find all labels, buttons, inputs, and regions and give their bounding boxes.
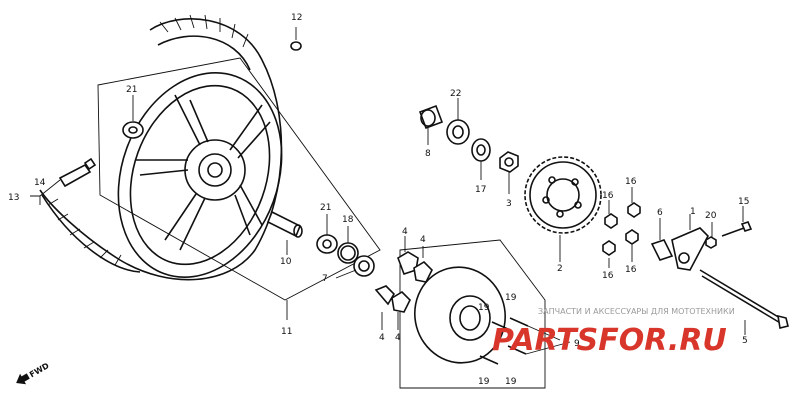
wheel-group-outline — [97, 57, 381, 301]
bearing-21-right — [316, 214, 338, 254]
label-16d: 16 — [625, 265, 637, 275]
label-18: 18 — [342, 215, 354, 225]
label-1: 1 — [690, 207, 696, 217]
label-4a: 4 — [402, 227, 408, 237]
label-21b: 21 — [320, 203, 331, 213]
label-2: 2 — [557, 264, 563, 274]
label-4c: 4 — [379, 333, 385, 343]
wheel-rim — [117, 71, 283, 279]
bearing-21-left — [122, 95, 144, 139]
label-17: 17 — [475, 185, 486, 195]
nuts-16 — [602, 187, 641, 268]
label-11: 11 — [281, 327, 292, 337]
label-16a: 16 — [625, 177, 637, 187]
spacer-10 — [266, 210, 303, 255]
label-9b: 9 — [574, 339, 580, 349]
label-19b: 19 — [505, 293, 517, 303]
collar-6 — [650, 218, 674, 261]
nut-3 — [499, 151, 519, 194]
label-14: 14 — [34, 178, 46, 188]
label-15: 15 — [738, 197, 749, 207]
label-4b: 4 — [420, 235, 426, 245]
label-22: 22 — [450, 89, 461, 99]
label-9a: 9 — [563, 337, 569, 347]
label-16b: 16 — [602, 191, 614, 201]
part-12 — [290, 27, 302, 51]
label-13: 13 — [8, 193, 19, 203]
tire — [39, 14, 283, 281]
label-19c: 19 — [478, 377, 490, 387]
chain-adjuster-1 — [671, 214, 709, 271]
fwd-label: FWD — [28, 361, 51, 379]
sprocket-2 — [524, 156, 602, 262]
seal-17 — [471, 138, 491, 180]
axle-5 — [699, 269, 789, 335]
label-3: 3 — [506, 199, 512, 209]
collar-8 — [418, 104, 444, 145]
valve-bolt — [58, 157, 97, 188]
bolt-15 — [721, 206, 753, 237]
label-8: 8 — [425, 149, 431, 159]
pins-19-9 — [479, 317, 571, 365]
brake-panel — [374, 236, 507, 364]
watermark-caption: ЗАПЧАСТИ И АКСЕССУАРЫ ДЛЯ МОТОТЕХНИКИ — [538, 307, 735, 316]
label-19d: 19 — [505, 377, 517, 387]
seal-18 — [337, 226, 359, 264]
label-21a: 21 — [126, 85, 137, 95]
label-10: 10 — [280, 257, 292, 267]
label-16c: 16 — [602, 271, 614, 281]
bearing-22 — [446, 98, 470, 145]
part-labels: 1 2 3 4 4 4 4 5 6 7 8 9 9 10 11 12 13 14… — [8, 13, 749, 387]
leader-13-14 — [30, 179, 61, 205]
brake-group-outline — [399, 239, 546, 389]
label-20: 20 — [705, 211, 717, 221]
fwd-arrow: FWD — [16, 361, 51, 385]
nut-20 — [705, 222, 717, 249]
watermark: ЗАПЧАСТИ И АКСЕССУАРЫ ДЛЯ МОТОТЕХНИКИ PA… — [492, 307, 735, 358]
label-7: 7 — [322, 274, 328, 284]
label-4d: 4 — [395, 333, 401, 343]
label-5: 5 — [742, 336, 748, 346]
collar-7 — [335, 255, 375, 279]
watermark-logo: PARTSFOR.RU — [492, 323, 727, 358]
label-12: 12 — [291, 13, 302, 23]
label-6: 6 — [657, 208, 663, 218]
label-19a: 19 — [478, 303, 490, 313]
